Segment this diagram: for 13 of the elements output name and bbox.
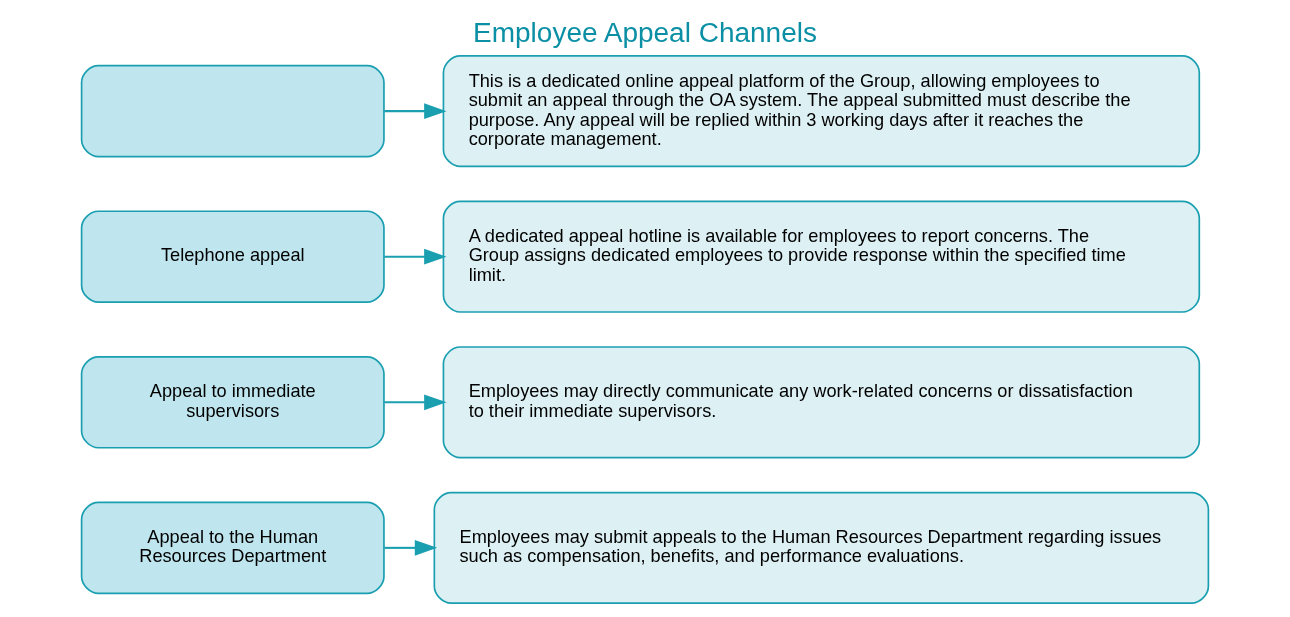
node-box: A dedicated appeal hotline is available for employees to report concerns. The Group assigns dedicated employees to provide response within the specified time limit. xyxy=(442,200,1201,313)
arrow xyxy=(384,540,438,556)
node-box: This is a dedicated online appeal platform of the Group, allowing employees to submit an appeal through the OA system. The appeal submitted must describe the purpose. Any appeal will be replied within 3 working days after it reaches the corporate management. xyxy=(442,55,1201,168)
node-box: Employees may directly communicate any work-related concerns or dissatisfaction to their immediate supervisors. xyxy=(442,346,1201,459)
arrow xyxy=(384,394,447,411)
diagram-title: Employee Appeal Channels xyxy=(473,16,817,48)
node-box: Appeal to the Human Resources Department xyxy=(80,501,385,595)
node-box: Telephone appeal xyxy=(80,210,385,304)
node-box: Appeal to immediate supervisors xyxy=(80,355,385,449)
node-box: Employees may submit appeals to the Human Resources Department regarding issues such as compensation, benefits, and performance evaluations. xyxy=(433,491,1210,604)
node-box xyxy=(80,64,385,158)
arrow xyxy=(384,103,447,119)
arrow xyxy=(384,248,447,265)
